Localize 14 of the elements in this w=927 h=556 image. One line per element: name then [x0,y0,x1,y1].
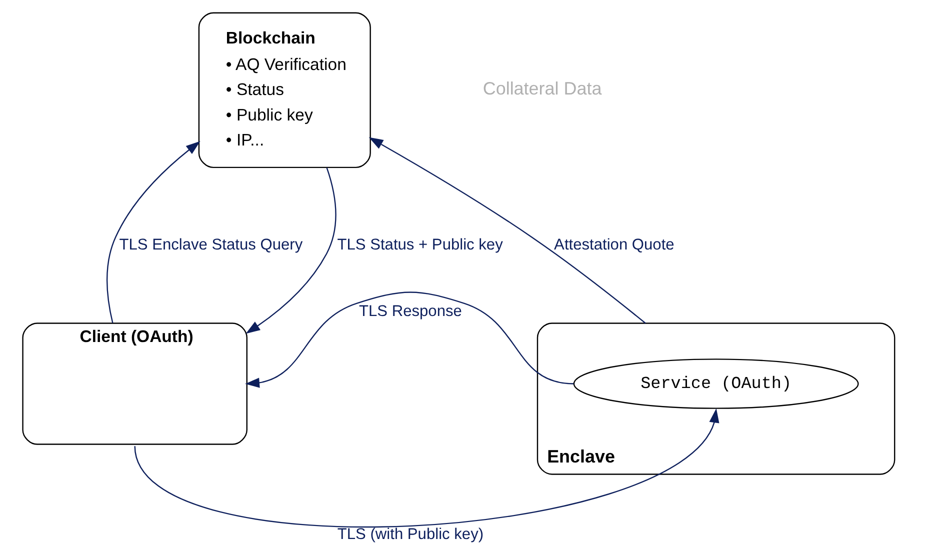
arrow [134,408,720,528]
arrow [368,137,646,324]
edge-label: TLS (with Public key) [337,526,484,543]
node-box: Client (OAuth) [22,322,248,445]
node-box: Blockchain • AQ Verification • Status • Public key • IP... [198,12,371,168]
label: Collateral Data [482,78,602,98]
arrow [246,167,336,334]
edge-label: Attestation Quote [554,236,674,254]
edge-label: TLS Response [358,302,462,320]
arrow [106,141,200,324]
edge-label: TLS Status + Public key [337,236,503,254]
edge-label: TLS Enclave Status Query [119,236,303,254]
arrow [245,292,574,388]
node-ellipse: Service (OAuth) [573,358,859,409]
